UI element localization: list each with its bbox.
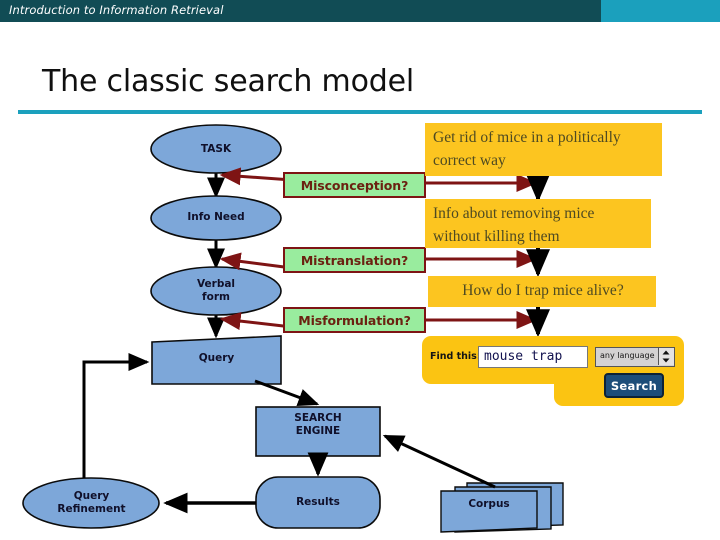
error-box-misconception-label: Misconception? — [300, 177, 409, 193]
arrow-misconception-to-chain — [219, 167, 293, 186]
node-search-engine-shape — [255, 406, 381, 457]
node-results-label: Results — [296, 496, 340, 508]
node-corpus-shape-mid — [454, 486, 552, 533]
search-button-label: Search — [610, 378, 658, 393]
find-this-label: Find this: — [430, 351, 481, 362]
header-band-dark — [0, 0, 601, 22]
node-task-shape — [150, 124, 282, 174]
node-verbal-form-shape — [150, 266, 282, 316]
arrow-corpus-to-search-engine — [382, 434, 496, 489]
header-title: Introduction to Information Retrieval — [9, 3, 224, 17]
node-query-shape — [151, 335, 282, 385]
example-box-task-text: Get rid of mice in a politically correct… — [433, 129, 621, 169]
error-box-misconception: Misconception? — [283, 172, 426, 198]
search-widget: Find this: mouse trap any language Searc… — [422, 336, 684, 412]
example-box-verbal-form-text: How do I trap mice alive? — [462, 282, 624, 299]
error-box-misformulation: Misformulation? — [283, 307, 426, 333]
example-box-verbal-form: How do I trap mice alive? — [428, 276, 656, 307]
spinner-arrows-icon[interactable] — [658, 348, 674, 365]
error-box-misformulation-label: Misformulation? — [298, 312, 411, 328]
node-query-refinement-label: Query Refinement — [57, 490, 126, 515]
node-search-engine-label: SEARCH ENGINE — [294, 412, 342, 437]
arrow-misformulation-to-chain — [219, 312, 293, 331]
node-corpus-shape-front — [440, 490, 538, 533]
node-verbal-form-label: Verbal form — [196, 278, 236, 303]
node-query-refinement-shape — [22, 477, 160, 529]
search-button[interactable]: Search — [604, 373, 664, 398]
arrow-query-refinement-to-query — [82, 353, 150, 478]
language-select-label: any language — [600, 351, 655, 360]
language-select[interactable]: any language — [595, 347, 675, 367]
node-info-need-label: Info Need — [187, 211, 245, 223]
node-corpus-label: Corpus — [468, 498, 510, 510]
example-box-task: Get rid of mice in a politically correct… — [425, 123, 662, 176]
search-input[interactable]: mouse trap — [478, 346, 588, 368]
arrow-mistranslation-to-chain — [219, 252, 293, 271]
node-corpus-shape-back — [466, 482, 564, 529]
arrow-query-to-search-engine — [254, 379, 320, 406]
node-query-label: Query — [198, 352, 235, 364]
page-title: The classic search model — [42, 64, 414, 99]
error-box-mistranslation: Mistranslation? — [283, 247, 426, 273]
node-task-label: TASK — [200, 143, 232, 155]
example-box-info-need: Info about removing mice without killing… — [425, 199, 651, 248]
node-results-shape — [255, 476, 381, 529]
error-box-mistranslation-label: Mistranslation? — [300, 252, 409, 268]
node-info-need-shape — [150, 195, 282, 241]
title-divider — [18, 110, 702, 114]
example-box-info-need-text: Info about removing mice without killing… — [433, 205, 595, 245]
